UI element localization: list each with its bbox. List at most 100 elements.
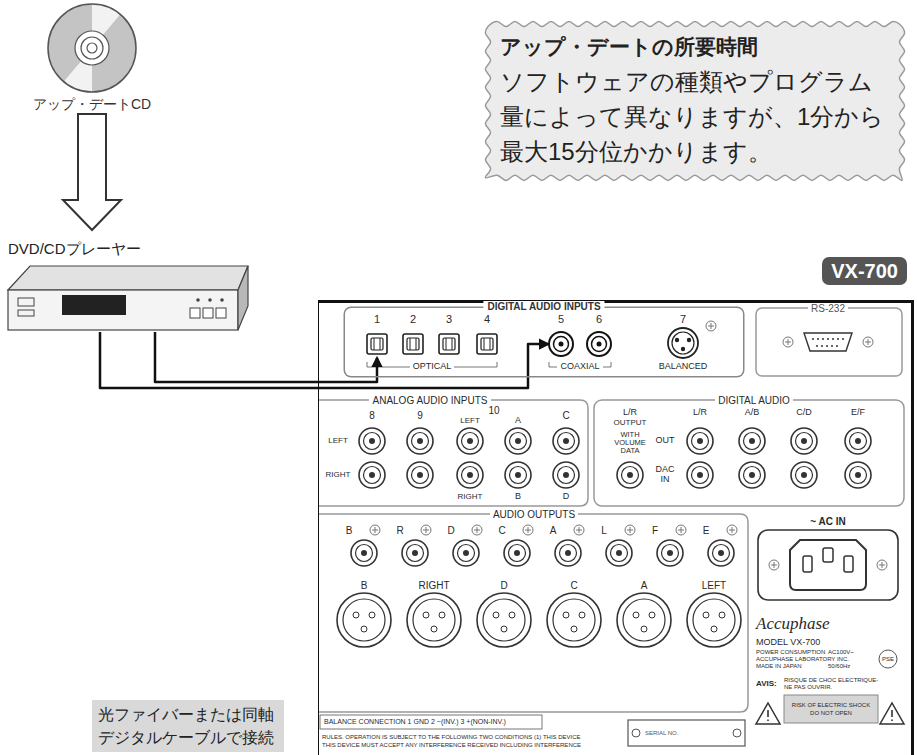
player-illustration bbox=[190, 308, 200, 318]
digital-input-jacks bbox=[672, 332, 694, 354]
rating-plate bbox=[767, 710, 769, 721]
panel-label: A bbox=[550, 525, 557, 536]
panel-label: RISK OF ELECTRIC SHOCK bbox=[792, 702, 870, 709]
digital-input-jacks bbox=[587, 332, 611, 356]
audio-outputs bbox=[351, 540, 377, 566]
player-illustration bbox=[220, 298, 224, 302]
digital-input-jacks bbox=[403, 334, 423, 354]
cable-connector bbox=[155, 332, 377, 382]
panel-label: 10 bbox=[488, 405, 499, 416]
ac-inlet bbox=[790, 540, 866, 590]
audio-outputs bbox=[337, 593, 391, 647]
audio-outputs bbox=[547, 593, 601, 647]
node-text: VX-700 bbox=[822, 257, 907, 285]
digital-input-jacks bbox=[439, 334, 459, 354]
digital-audio-jacks bbox=[791, 462, 817, 488]
panel-label: THIS DEVICE MUST ACCEPT ANY INTERFERENCE… bbox=[322, 742, 581, 749]
rs232-port bbox=[863, 337, 873, 347]
audio-outputs bbox=[687, 593, 741, 647]
panel-label: DO NOT OPEN bbox=[810, 710, 852, 717]
digital-audio-jacks bbox=[687, 428, 713, 454]
audio-outputs bbox=[472, 525, 482, 535]
panel-label: 50/60Hz bbox=[828, 663, 850, 670]
panel-label: PSE bbox=[882, 656, 894, 663]
ac-inlet bbox=[769, 560, 779, 570]
audio-outputs bbox=[421, 525, 431, 535]
panel-label: RISQUE DE CHOC ELECTRIQUE- bbox=[784, 677, 878, 684]
panel-label: NE PAS OUVRIR. bbox=[784, 684, 832, 691]
analog-inputs bbox=[359, 462, 385, 488]
audio-outputs bbox=[606, 540, 632, 566]
panel-label: A/B bbox=[745, 408, 760, 418]
panel-label: Accuphase bbox=[756, 615, 830, 634]
analog-inputs bbox=[407, 462, 433, 488]
panel-label: COAXIAL bbox=[557, 362, 602, 372]
analog-inputs bbox=[457, 462, 483, 488]
panel-label: C/D bbox=[796, 408, 812, 418]
node-text: 光ファイバーまたは同軸デジタルケーブルで接続 bbox=[98, 703, 278, 749]
player-illustration bbox=[216, 308, 226, 318]
rs232-port bbox=[756, 308, 902, 376]
cd-disc bbox=[48, 4, 136, 92]
input-section: DIGITAL AUDIO INPUTS15 bbox=[345, 308, 743, 376]
panel-label: L bbox=[601, 525, 607, 536]
digital-audio-jacks bbox=[791, 428, 817, 454]
panel-label: 3 bbox=[446, 313, 452, 325]
panel-label: 9 bbox=[417, 410, 423, 421]
panel-label: RULES. OPERATION IS SUBJECT TO THE FOLLO… bbox=[322, 734, 581, 741]
panel-label: LEFT bbox=[460, 417, 480, 426]
cd-disc bbox=[48, 4, 136, 92]
digital-audio-jacks bbox=[739, 462, 765, 488]
audio-outputs bbox=[319, 514, 748, 712]
digital-input-jacks bbox=[367, 334, 387, 354]
audio-outputs bbox=[555, 540, 581, 566]
panel-label: SERIAL NO. bbox=[645, 730, 678, 737]
player-illustration bbox=[62, 295, 126, 315]
panel-label: OPTICAL bbox=[410, 362, 455, 372]
audio-outputs bbox=[708, 540, 734, 566]
player-illustration bbox=[208, 298, 212, 302]
panel-label: AVIS: bbox=[756, 680, 777, 689]
panel-label: B bbox=[361, 580, 368, 591]
panel-label: D bbox=[563, 492, 570, 502]
panel-label: RIGHT bbox=[326, 471, 351, 480]
rs232-port bbox=[756, 308, 902, 376]
cd-disc bbox=[81, 37, 103, 59]
analog-inputs bbox=[505, 462, 531, 488]
rs232-port bbox=[804, 333, 852, 351]
panel-label: L/R bbox=[623, 408, 637, 418]
ac-inlet bbox=[758, 530, 898, 600]
analog-inputs bbox=[359, 428, 385, 454]
audio-outputs bbox=[407, 593, 461, 647]
player-illustration bbox=[8, 266, 248, 290]
player-illustration bbox=[8, 266, 248, 330]
player-illustration bbox=[18, 310, 34, 316]
rating-plate bbox=[784, 695, 878, 723]
optical-jack: 1 bbox=[365, 313, 389, 358]
panel-label: 8 bbox=[369, 410, 375, 421]
panel-label: ~ AC IN bbox=[810, 516, 845, 527]
cd-icon: アップ・デートCD bbox=[22, 4, 162, 114]
ac-inlet bbox=[803, 556, 812, 572]
digital-input-jacks bbox=[549, 332, 573, 356]
hollow-arrow bbox=[63, 114, 121, 230]
rating-plate bbox=[879, 650, 897, 668]
audio-outputs bbox=[370, 525, 380, 535]
audio-outputs bbox=[319, 514, 748, 746]
digital-audio-jacks bbox=[594, 400, 904, 506]
callout-note: アップ・デートの所要時間ソフトウェアの種類やプログラム量によって異なりますが、1… bbox=[482, 18, 908, 184]
audio-outputs bbox=[657, 540, 683, 566]
panel-label: A bbox=[641, 580, 648, 591]
audio-outputs bbox=[504, 540, 530, 566]
audio-outputs bbox=[477, 593, 531, 647]
panel-label: MADE IN JAPAN bbox=[756, 663, 802, 670]
panel-label: POWER CONSUMPTION bbox=[756, 649, 825, 656]
panel-label: LEFT bbox=[702, 580, 726, 591]
player-illustration bbox=[238, 266, 248, 330]
digital-audio-jacks bbox=[739, 428, 765, 454]
cd-disc bbox=[87, 43, 97, 53]
player-illustration bbox=[196, 298, 200, 302]
panel-label: OUT bbox=[656, 436, 675, 446]
digital-audio-jacks bbox=[845, 462, 871, 488]
